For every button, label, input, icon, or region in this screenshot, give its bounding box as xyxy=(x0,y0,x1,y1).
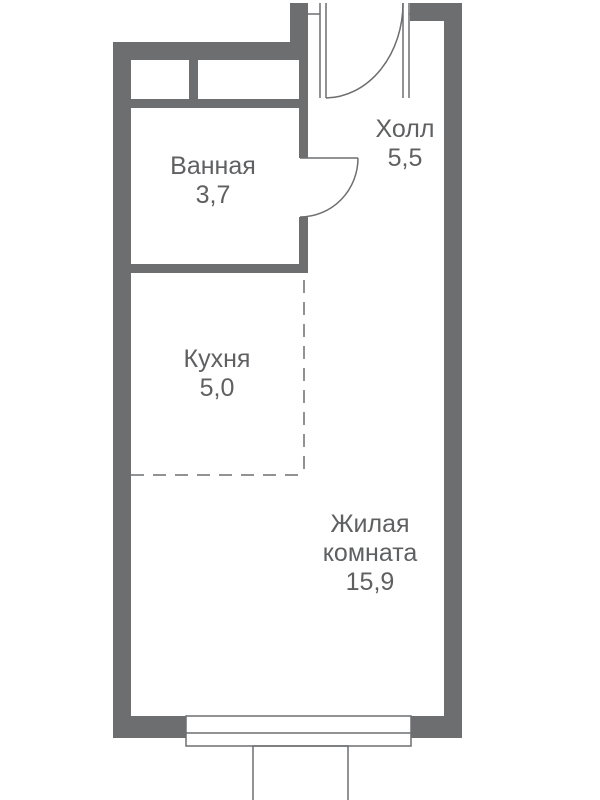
room-area: 5,5 xyxy=(387,144,423,172)
bathroom-door-swing xyxy=(299,157,359,218)
wall-bottom-left xyxy=(113,716,186,738)
room-name-line2: комната xyxy=(322,539,418,567)
kitchen-boundary xyxy=(131,280,305,476)
room-area: 3,7 xyxy=(195,181,231,209)
exterior-walls xyxy=(113,3,462,738)
room-name: Ванная xyxy=(170,152,256,180)
room-area: 5,0 xyxy=(199,374,235,402)
window xyxy=(185,715,412,747)
room-label-bathroom: Ванная 3,7 xyxy=(148,152,278,210)
room-label-living: Жилая комната 15,9 xyxy=(300,510,440,597)
balcony xyxy=(252,745,349,800)
bathroom-door xyxy=(299,157,359,218)
wall-bath-right-lower xyxy=(299,217,308,272)
room-name: Холл xyxy=(375,115,435,143)
room-name-line1: Жилая xyxy=(330,510,410,538)
entrance-door xyxy=(308,2,411,99)
wall-top-left xyxy=(113,42,308,60)
wall-left xyxy=(113,42,131,738)
wall-stub-top xyxy=(290,3,308,60)
room-label-kitchen: Кухня 5,0 xyxy=(152,345,282,403)
wall-bath-right-upper xyxy=(299,60,308,158)
wall-bottom-right xyxy=(411,716,462,738)
wall-bath-bottom xyxy=(131,264,308,273)
wall-right xyxy=(444,3,462,738)
entrance-door-swing xyxy=(325,2,404,99)
balcony-outline xyxy=(252,745,349,800)
interior-walls xyxy=(131,60,308,273)
wall-cabinet-divider xyxy=(189,60,198,99)
wall-cabinet-bottom xyxy=(131,99,308,108)
room-name: Кухня xyxy=(183,345,251,373)
window-frame xyxy=(185,715,412,747)
room-area: 15,9 xyxy=(345,568,395,596)
room-label-hall: Холл 5,5 xyxy=(345,115,465,173)
